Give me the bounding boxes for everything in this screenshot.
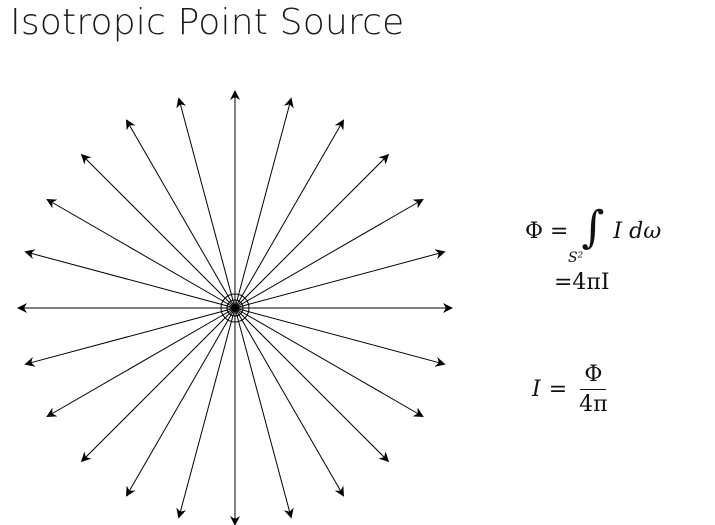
flux-symbol: Φ: [525, 219, 544, 244]
intensity-equation: I = Φ 4π: [532, 362, 612, 417]
emission-ray-arrow: [80, 153, 236, 309]
emission-ray-arrow: [234, 307, 345, 497]
point-source: [232, 305, 238, 311]
emission-ray-arrow: [234, 307, 390, 463]
emission-ray-arrow: [125, 307, 236, 497]
emission-ray-arrow: [234, 307, 294, 519]
emission-ray-arrow: [234, 307, 446, 367]
emission-ray-arrow: [176, 307, 236, 519]
emission-ray-arrow: [234, 153, 390, 309]
equals-sign-2: =: [548, 377, 568, 402]
emission-ray-arrow: [234, 307, 424, 418]
ray-group: [17, 90, 453, 525]
intensity-fraction: Φ 4π: [575, 362, 611, 417]
emission-ray-arrow: [234, 198, 424, 309]
emission-ray-arrow: [46, 198, 236, 309]
intensity-symbol: I: [532, 377, 541, 402]
emission-ray-arrow: [125, 119, 236, 309]
emission-ray-arrow: [234, 119, 345, 309]
source-inner-circle: [226, 299, 244, 317]
slide-title: Isotropic Point Source: [10, 2, 405, 43]
fraction-numerator: Φ: [580, 362, 607, 390]
emission-ray-arrow: [176, 97, 236, 309]
fraction-denominator: 4π: [579, 392, 608, 417]
emission-ray-arrow: [24, 307, 236, 367]
emission-ray-arrow: [24, 249, 236, 309]
emission-ray-arrow: [234, 249, 446, 309]
source-outer-circle: [220, 293, 250, 323]
equals-sign: =: [550, 219, 569, 244]
emission-ray-arrow: [80, 307, 236, 463]
integration-domain: S²: [568, 250, 584, 266]
integral-sign: ∫: [581, 202, 605, 253]
integrand: I dω: [613, 219, 662, 244]
emission-ray-arrow: [46, 307, 236, 418]
emission-ray-arrow: [234, 97, 294, 309]
flux-integral-equation: Φ = ∫ I dω: [525, 206, 662, 254]
flux-result: =4πI: [554, 270, 610, 295]
